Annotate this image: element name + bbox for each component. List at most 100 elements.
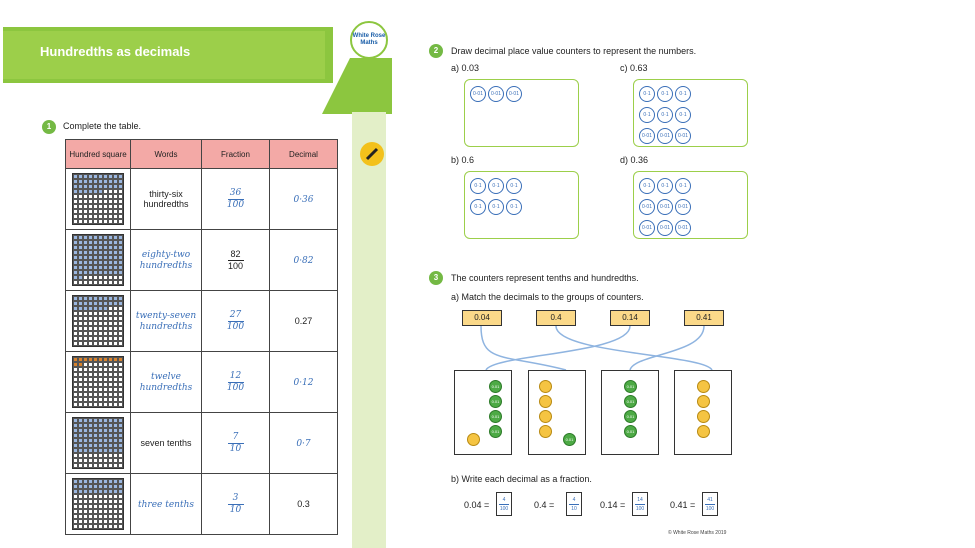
question-1-prompt: Complete the table.	[63, 121, 142, 131]
decimal-label[interactable]: 0.04	[462, 310, 502, 326]
hundred-square-grid	[72, 356, 124, 408]
place-value-counter: 0·01	[675, 199, 691, 215]
place-value-counter: 0·1	[470, 178, 486, 194]
words-cell: thirty-six hundredths	[130, 168, 202, 230]
part-label: b) 0.6	[451, 155, 475, 165]
hundred-square-grid	[72, 295, 124, 347]
place-value-counter: 0·01	[675, 220, 691, 236]
counter-group[interactable]	[674, 370, 732, 455]
place-value-counter: 0·1	[488, 178, 504, 194]
place-value-counter: 0·1	[506, 178, 522, 194]
place-value-counter: 0·1	[639, 107, 655, 123]
tenth-counter	[539, 410, 552, 423]
hundred-square-cell	[65, 473, 131, 535]
tenth-counter	[697, 395, 710, 408]
header-decimal: Decimal	[269, 139, 338, 169]
place-value-counter: 0·1	[675, 107, 691, 123]
hundred-square-cell	[65, 412, 131, 474]
counter-group[interactable]: 0.01	[528, 370, 586, 455]
tenth-counter	[697, 380, 710, 393]
hundredth-counter: 0.01	[489, 395, 502, 408]
question-3a-prompt: a) Match the decimals to the groups of c…	[451, 292, 644, 302]
tenth-counter	[539, 380, 552, 393]
place-value-counter: 0·1	[675, 86, 691, 102]
place-value-counter: 0·01	[506, 86, 522, 102]
place-value-counter: 0·01	[639, 220, 655, 236]
decimal-label[interactable]: 0.14	[610, 310, 650, 326]
words-value: eighty-two hundredths	[139, 250, 193, 271]
place-value-counter: 0·1	[657, 178, 673, 194]
place-value-counter: 0·1	[657, 107, 673, 123]
question-2-prompt: Draw decimal place value counters to rep…	[451, 46, 697, 56]
decimal-value: 0·82	[293, 255, 314, 266]
question-3-badge: 3	[429, 271, 443, 285]
right-worksheet-page: 2 Draw decimal place value counters to r…	[404, 0, 748, 548]
decimal-value: 0.3	[297, 499, 310, 509]
hundred-square-cell	[65, 229, 131, 291]
hundredth-counter: 0.01	[624, 380, 637, 393]
tenth-counter	[697, 410, 710, 423]
tenth-counter	[539, 425, 552, 438]
place-value-counter: 0·01	[639, 199, 655, 215]
part-label: d) 0.36	[620, 155, 649, 165]
place-value-counter: 0·01	[470, 86, 486, 102]
words-cell: twelve hundredths	[130, 351, 202, 413]
decimal-cell: 0·82	[269, 229, 338, 291]
words-cell: eighty-two hundredths	[130, 229, 202, 291]
decimal-cell: 0.3	[269, 473, 338, 535]
part-label: c) 0.63	[620, 63, 648, 73]
place-value-counter: 0·1	[675, 178, 691, 194]
question-1-badge: 1	[42, 120, 56, 134]
decimal-cell: 0·12	[269, 351, 338, 413]
place-value-counter: 0·01	[657, 128, 673, 144]
decimal-label[interactable]: 0.41	[684, 310, 724, 326]
hundredth-counter: 0.01	[624, 425, 637, 438]
hundredth-counter: 0.01	[563, 433, 576, 446]
hundred-square-grid	[72, 417, 124, 469]
place-value-counter: 0·01	[657, 199, 673, 215]
words-cell: twenty-seven hundredths	[130, 290, 202, 352]
hundredth-counter: 0.01	[489, 380, 502, 393]
decimal-cell: 0·36	[269, 168, 338, 230]
header-words: Words	[130, 139, 202, 169]
place-value-counter: 0·01	[488, 86, 504, 102]
margin-strip	[352, 112, 386, 548]
hundred-square-grid	[72, 234, 124, 286]
place-value-counter: 0·01	[639, 128, 655, 144]
place-value-counter: 0·1	[657, 86, 673, 102]
hundredth-counter: 0.01	[624, 395, 637, 408]
place-value-counter: 0·01	[675, 128, 691, 144]
part-label: a) 0.03	[451, 63, 480, 73]
question-3b-prompt: b) Write each decimal as a fraction.	[451, 474, 592, 484]
place-value-counter: 0·1	[470, 199, 486, 215]
header-fraction: Fraction	[201, 139, 270, 169]
decimal-value: 0·36	[293, 194, 314, 205]
decimal-label[interactable]: 0.4	[536, 310, 576, 326]
decimal-cell: 0.27	[269, 290, 338, 352]
words-cell: three tenths	[130, 473, 202, 535]
page-title: Hundredths as decimals	[40, 44, 191, 59]
decimal-value: 0.27	[294, 316, 313, 326]
copyright: © White Rose Maths 2019	[668, 530, 727, 536]
tenth-counter	[467, 433, 480, 446]
words-value: thirty-six hundredths	[143, 189, 189, 209]
